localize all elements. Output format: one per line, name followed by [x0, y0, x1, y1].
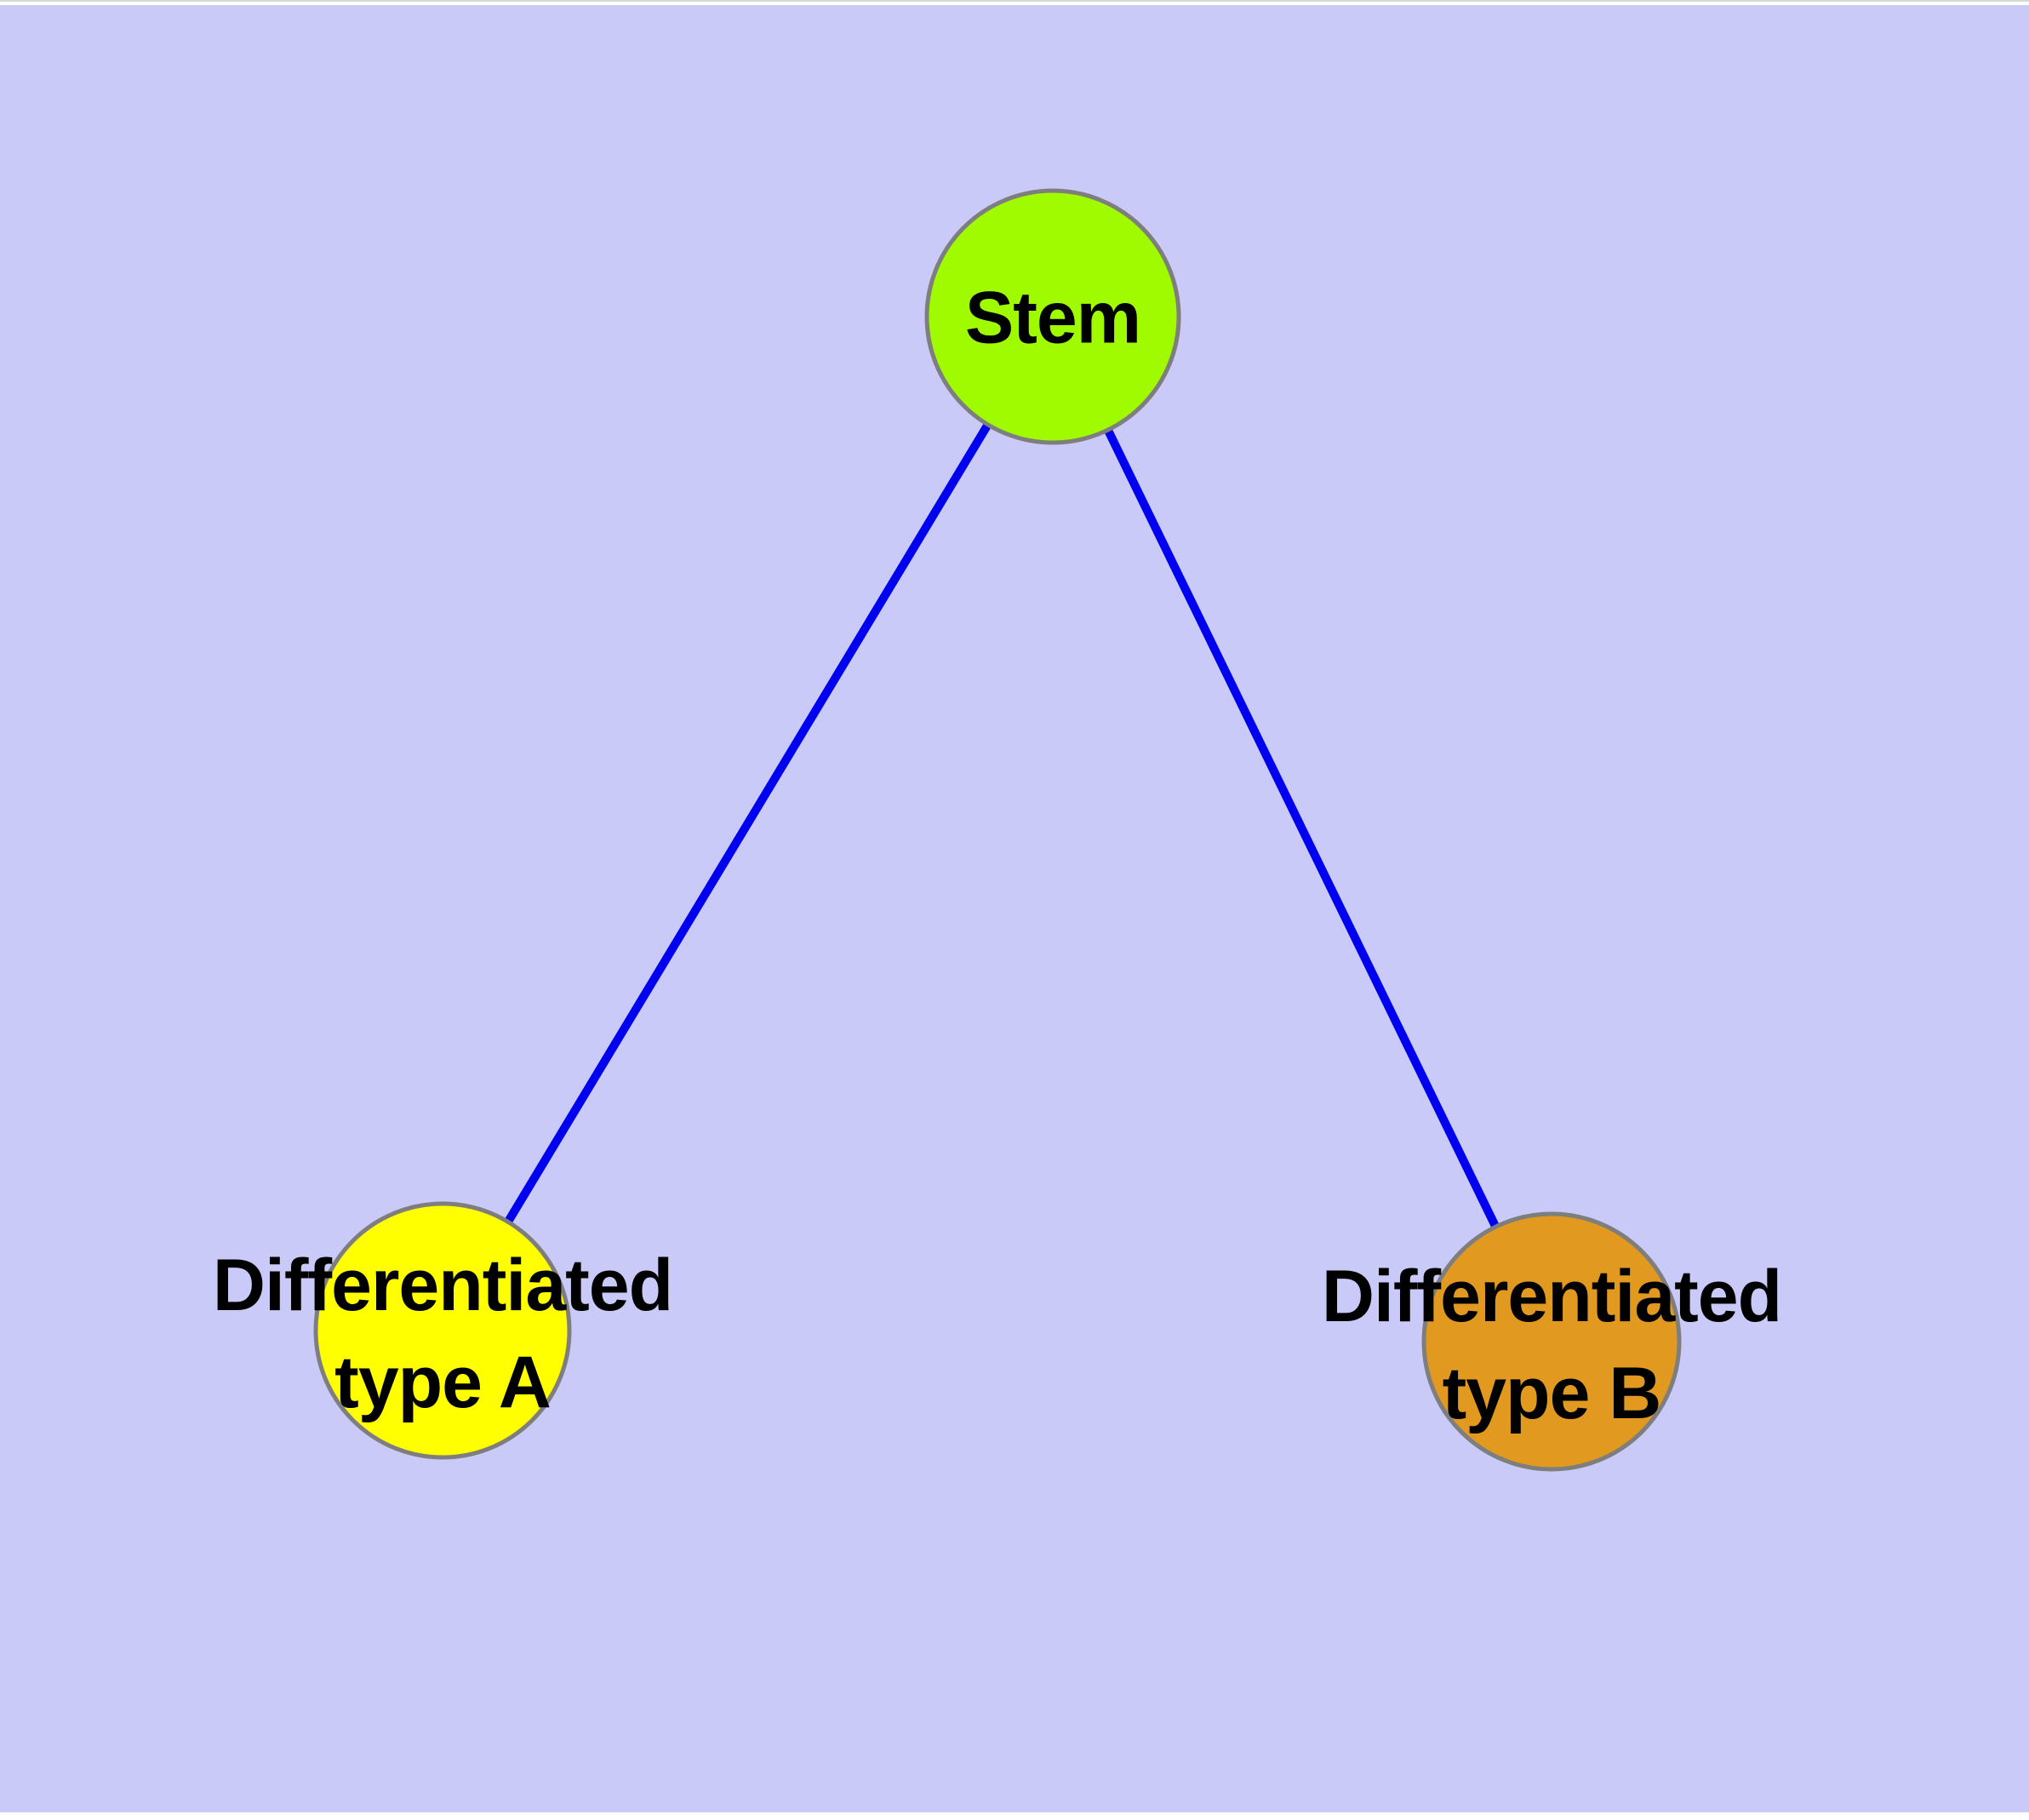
edge-stem-to-type-a	[438, 314, 1057, 1333]
top-hairline	[0, 0, 2029, 2]
node-type-a-circle	[313, 1201, 572, 1460]
node-stem-circle	[924, 188, 1181, 445]
node-group	[313, 188, 1682, 1472]
node-type-b-circle	[1421, 1211, 1682, 1472]
edge-stem-to-type-b	[1049, 314, 1556, 1344]
edge-group	[438, 314, 1556, 1344]
